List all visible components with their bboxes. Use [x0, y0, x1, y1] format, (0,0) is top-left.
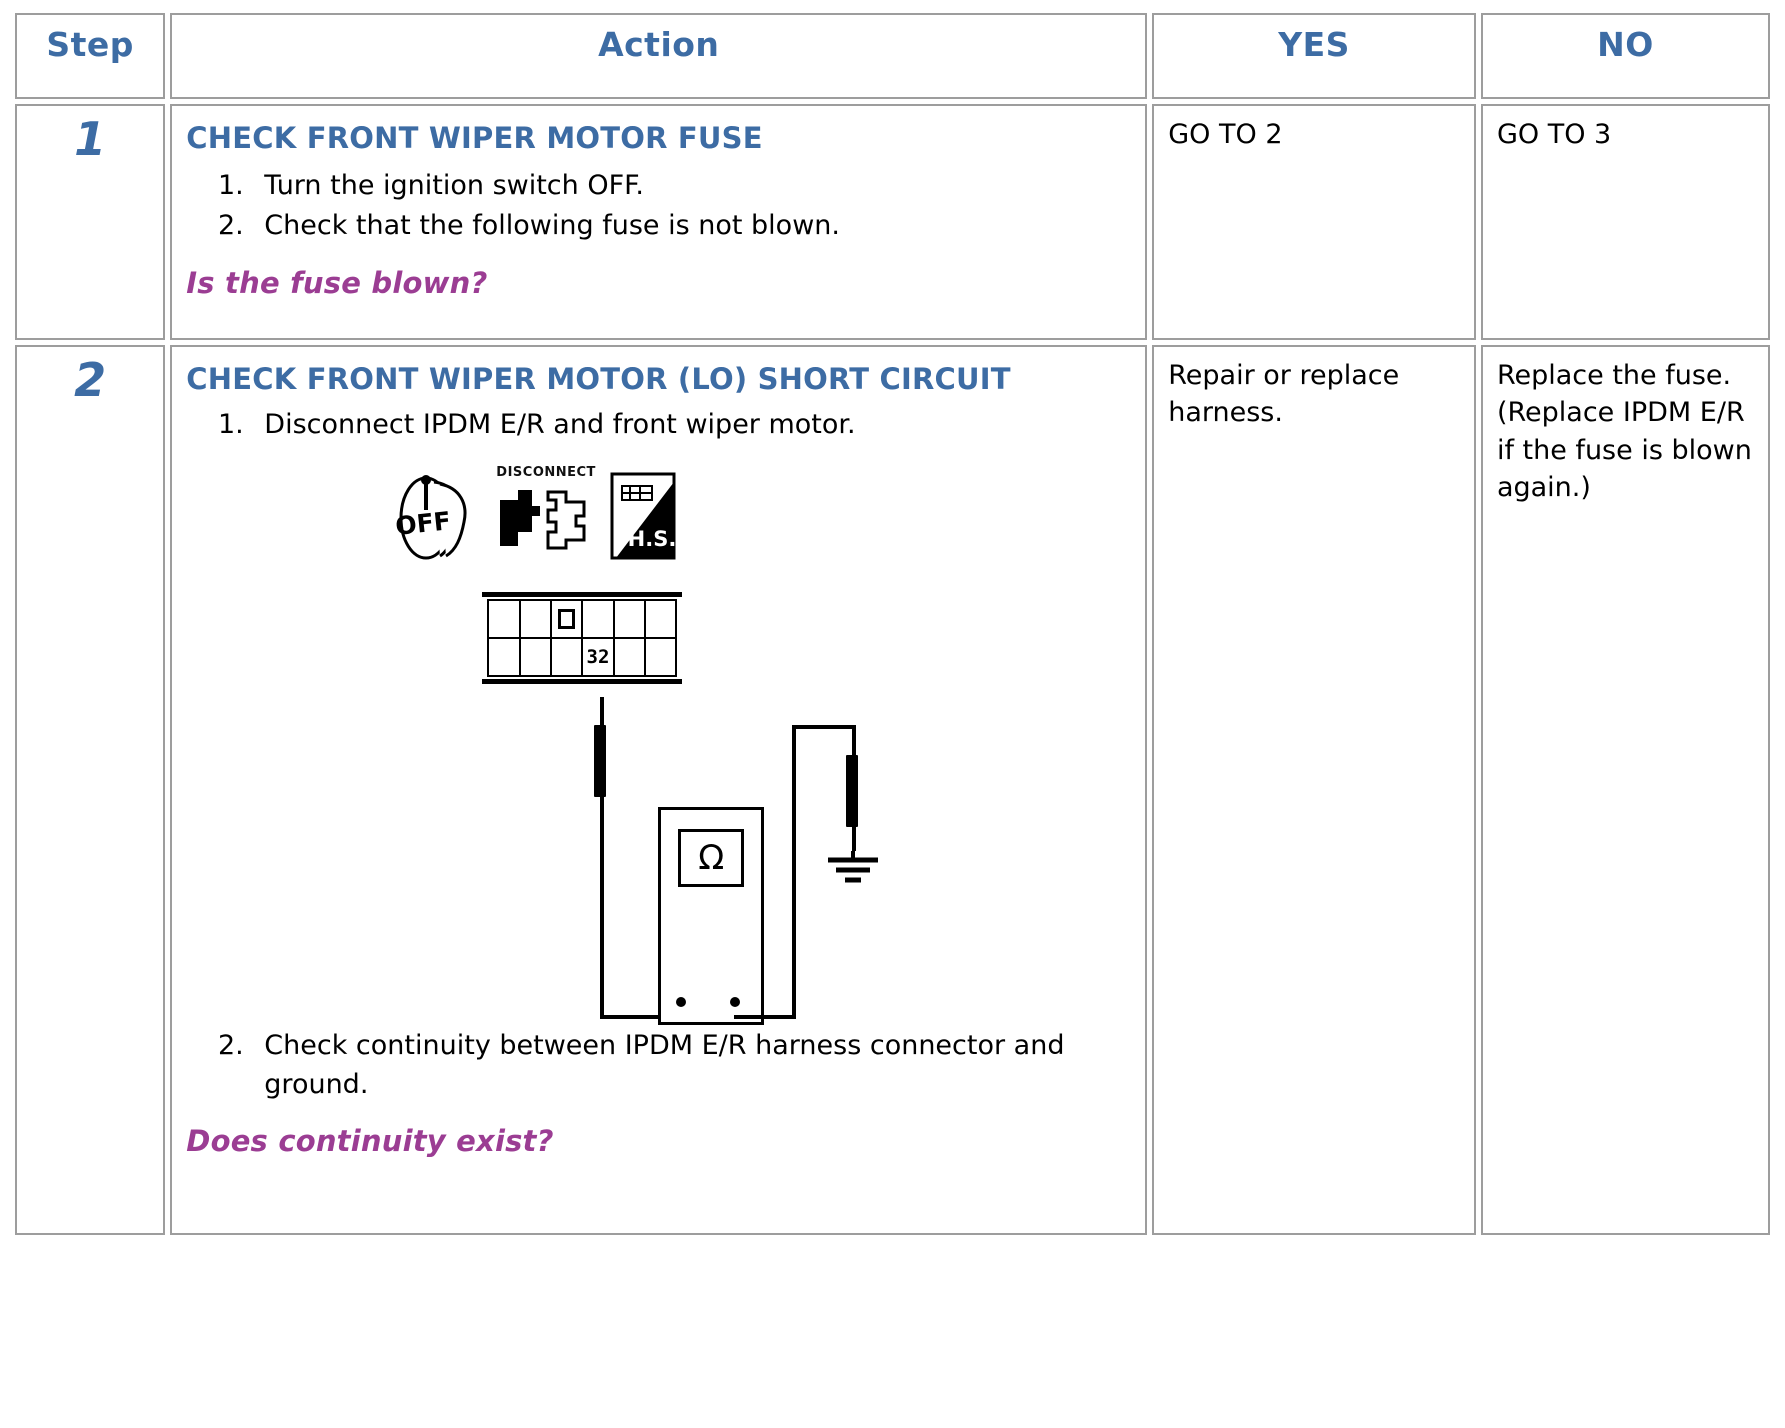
svg-text:H.S.: H.S. [628, 527, 677, 551]
column-header-action: Action [170, 13, 1148, 99]
ohmmeter-display: Ω [678, 829, 745, 888]
action-title: CHECK FRONT WIPER MOTOR (LO) SHORT CIRCU… [186, 362, 1011, 396]
action-step-list: Turn the ignition switch OFF. Check that… [186, 167, 1131, 246]
action-title: CHECK FRONT WIPER MOTOR FUSE [186, 121, 763, 155]
column-header-yes: YES [1152, 13, 1476, 99]
meter-right-lead-vertical [792, 729, 797, 1020]
connector-pin-number: 32 [586, 646, 610, 669]
probe-tip-left [594, 725, 607, 798]
table-header-row: Step Action YES NO [15, 13, 1770, 99]
list-item: Check continuity between IPDM E/R harnes… [252, 1027, 1131, 1104]
connector-pin [612, 637, 646, 678]
continuity-test-circuit-figure: Ω [186, 697, 1131, 1027]
procedure-icon-strip: OFF DISCONNECT [396, 466, 1131, 562]
connector-pin [518, 637, 552, 678]
connector-pin [487, 637, 521, 678]
diagnostic-procedure-table: Step Action YES NO 1 CHECK FRONT WIPER M… [10, 8, 1775, 1240]
decision-question: Does continuity exist? [186, 1124, 554, 1159]
step-number: 1 [74, 112, 107, 166]
step-number-cell: 2 [15, 345, 166, 1235]
action-cell: CHECK FRONT WIPER MOTOR FUSE Turn the ig… [170, 104, 1148, 340]
svg-text:OFF: OFF [396, 507, 452, 542]
yes-result-cell: GO TO 2 [1152, 104, 1476, 340]
ground-lead-top [792, 725, 857, 730]
connector-body: 32 [482, 592, 683, 685]
connector-pin [487, 599, 521, 640]
connector-top-bar [482, 592, 683, 598]
yes-result-cell: Repair or replace harness. [1152, 345, 1476, 1235]
no-result-cell: Replace the fuse. (Replace IPDM E/R if t… [1480, 345, 1770, 1235]
meter-left-lead-vertical [600, 857, 605, 1020]
action-cell: CHECK FRONT WIPER MOTOR (LO) SHORT CIRCU… [170, 345, 1148, 1235]
list-item: Disconnect IPDM E/R and front wiper moto… [252, 406, 1131, 444]
column-header-step: Step [15, 13, 166, 99]
ground-symbol [822, 851, 884, 891]
decision-question: Is the fuse blown? [186, 265, 488, 300]
meter-left-lead-horizontal [600, 1015, 663, 1020]
connector-pin [643, 599, 678, 640]
action-step-list-second: Check continuity between IPDM E/R harnes… [186, 1027, 1131, 1104]
table-row: 1 CHECK FRONT WIPER MOTOR FUSE Turn the … [15, 104, 1770, 340]
action-step-list-first: Disconnect IPDM E/R and front wiper moto… [186, 406, 1131, 444]
meter-terminal-right [730, 997, 741, 1008]
disconnect-icon: DISCONNECT [496, 465, 596, 562]
hs-icon: H.S. [608, 472, 678, 562]
ipdm-harness-connector-figure: 32 [186, 592, 1131, 697]
meter-right-lead-horizontal [734, 1015, 797, 1020]
connector-pin-marked [549, 599, 584, 640]
connector-pin-grid: 32 [487, 599, 678, 678]
connector-bottom-bar [482, 679, 683, 685]
ignition-off-icon: OFF [396, 470, 480, 562]
connector-pin [643, 637, 678, 678]
step-number: 2 [74, 353, 107, 407]
connector-pin [518, 599, 552, 640]
column-header-no: NO [1480, 13, 1770, 99]
connector-pin: 32 [581, 637, 615, 678]
list-item: Check that the following fuse is not blo… [252, 207, 1131, 245]
list-item: Turn the ignition switch OFF. [252, 167, 1131, 205]
step-number-cell: 1 [15, 104, 166, 340]
connector-pin [581, 599, 615, 640]
connector-pin [549, 637, 584, 678]
connector-pin [612, 599, 646, 640]
probe-tip-right [846, 755, 859, 828]
table-row: 2 CHECK FRONT WIPER MOTOR (LO) SHORT CIR… [15, 345, 1770, 1235]
disconnect-icon-label: DISCONNECT [496, 465, 596, 481]
meter-terminal-left [676, 997, 687, 1008]
no-result-cell: GO TO 3 [1480, 104, 1770, 340]
